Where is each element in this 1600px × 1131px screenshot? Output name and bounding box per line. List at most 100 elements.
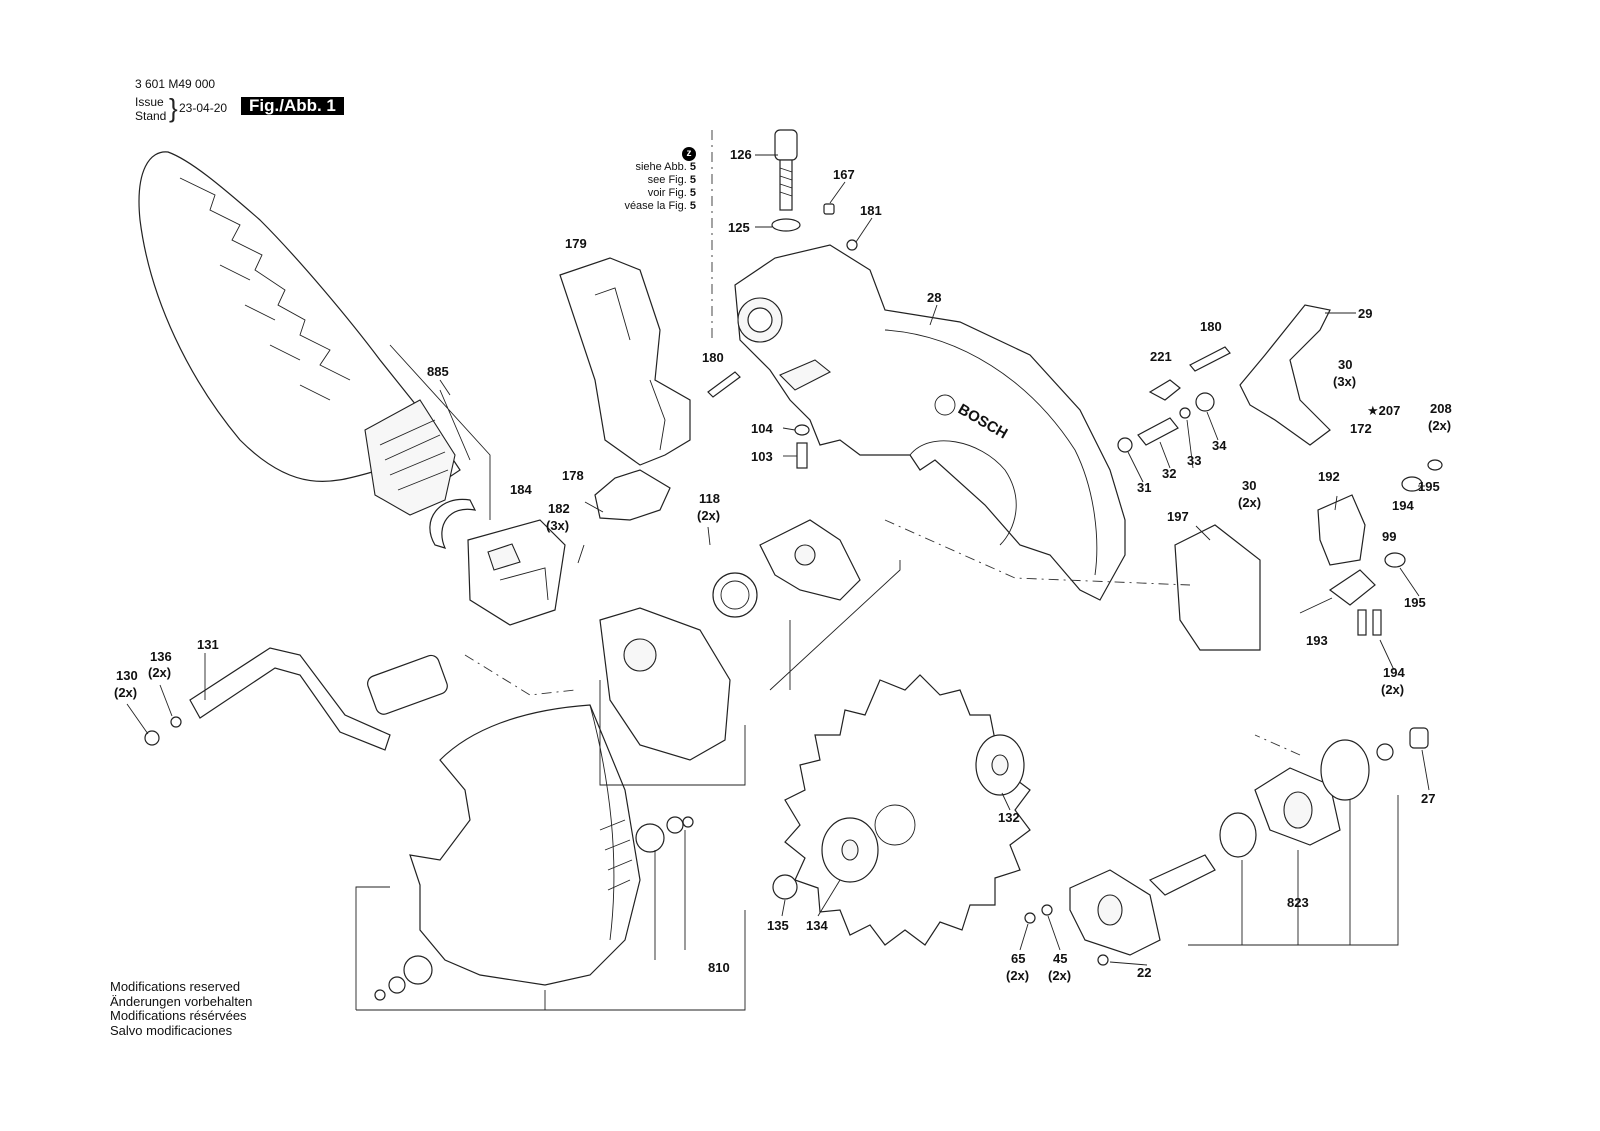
callout-30-qty: (3x) <box>1333 374 1356 389</box>
bolt-194b-part <box>1372 609 1382 636</box>
callout-208: 208 <box>1430 401 1452 416</box>
screw-180b-part <box>1189 346 1231 372</box>
nut-167-part <box>823 203 835 215</box>
adapter-part <box>467 519 566 626</box>
callout-29: 29 <box>1358 306 1372 321</box>
modifications-notice: Modifications reserved Änderungen vorbeh… <box>110 979 252 1038</box>
clamp-ring-part <box>429 498 477 549</box>
bearing-b-part <box>403 955 433 985</box>
callout-194: 194 <box>1392 498 1414 513</box>
callout-33: 33 <box>1187 453 1201 468</box>
callout-99: 99 <box>1382 529 1396 544</box>
latch-221-part <box>1148 379 1181 401</box>
bushing-104-part <box>794 424 810 436</box>
main-housing-part: BOSCH <box>734 244 1126 601</box>
inner-guard-part <box>599 607 731 761</box>
callout-136-qty: (2x) <box>148 665 171 680</box>
callout-172: 172 <box>1350 421 1372 436</box>
dust-bag-part <box>138 151 461 516</box>
bolt-194-part <box>1357 609 1367 636</box>
lever-131-part <box>189 647 391 751</box>
callout-195: 195 <box>1418 479 1440 494</box>
spring-31-part <box>1117 437 1133 453</box>
callout-104: 104 <box>751 421 773 436</box>
callout-184: 184 <box>510 482 532 497</box>
bracket-192-part <box>1317 494 1366 566</box>
callout-131: 131 <box>197 637 219 652</box>
spring-coil-part <box>712 572 758 618</box>
callout-194: 194 <box>1383 665 1405 680</box>
callout-179: 179 <box>565 236 587 251</box>
callout-65: 65 <box>1011 951 1025 966</box>
note-line: siehe Abb. 5 <box>635 161 696 173</box>
callout-118-qty: (2x) <box>697 508 720 523</box>
group-bracket-823 <box>1188 795 1399 946</box>
callout-103: 103 <box>751 449 773 464</box>
cap-195b-part <box>1384 552 1406 568</box>
callout-45-qty: (2x) <box>1048 968 1071 983</box>
washer-2-part <box>682 816 694 828</box>
callout-34: 34 <box>1212 438 1227 453</box>
washer-c-part <box>374 989 386 1001</box>
knob-126-part <box>771 129 801 232</box>
cap-195-part <box>1401 476 1423 492</box>
callout-167: 167 <box>833 167 855 182</box>
callout-182: 182 <box>548 501 570 516</box>
callout-28: 28 <box>927 290 941 305</box>
group-bracket-plate <box>599 560 901 786</box>
callout-885: 885 <box>427 364 449 379</box>
bushing-34-part <box>1195 392 1215 412</box>
bushing-27-part <box>1409 727 1429 749</box>
part-number: 3 601 M49 000 <box>135 77 216 91</box>
callout-181: 181 <box>860 203 882 218</box>
lower-guard-part <box>409 704 641 986</box>
callout-823: 823 <box>1287 895 1309 910</box>
callout-221: 221 <box>1150 349 1172 364</box>
screw-180-part <box>707 371 741 398</box>
washer-136-part <box>170 716 182 728</box>
callout-192: 192 <box>1318 469 1340 484</box>
screw-22-part <box>1097 954 1109 966</box>
cross-reference-note: z siehe Abb. 5 see Fig. 5 voir Fig. 5 vé… <box>606 147 696 213</box>
notice-line: Modifications reserved <box>110 979 241 994</box>
callout-65-qty: (2x) <box>1006 968 1029 983</box>
callout-45: 45 <box>1053 951 1067 966</box>
callout-194-qty: (2x) <box>1381 682 1404 697</box>
notice-line: Modifications résérvées <box>110 1008 247 1023</box>
issue-date: 23-04-20 <box>179 101 228 115</box>
group-bracket-885 <box>389 344 491 520</box>
ring-33-part <box>1179 407 1191 419</box>
notice-line: Salvo modificaciones <box>110 1022 233 1038</box>
callout-130-qty: (2x) <box>114 685 137 700</box>
bearing-part <box>635 823 665 853</box>
figure-label: Fig./Abb. 1 <box>241 97 344 115</box>
callout-126: 126 <box>730 147 752 162</box>
callout-193: 193 <box>1306 633 1328 648</box>
callout-197: 197 <box>1167 509 1189 524</box>
callout-118: 118 <box>699 491 720 506</box>
note-line: voir Fig. 5 <box>647 187 696 199</box>
screw-65-part <box>1024 912 1036 924</box>
callout-22: 22 <box>1137 965 1151 980</box>
callout-178: 178 <box>562 468 584 483</box>
z-badge-icon: z <box>682 147 696 161</box>
callout-125: 125 <box>728 220 750 235</box>
callout-31: 31 <box>1137 480 1151 495</box>
callout-135: 135 <box>767 918 789 933</box>
issue-label: Issue Stand <box>135 95 167 123</box>
bracket-193-part <box>1328 569 1376 606</box>
callout-182-qty: (3x) <box>546 518 569 533</box>
callout-810: 810 <box>708 960 730 975</box>
bearing-823-part <box>1219 812 1257 858</box>
callout-207: ★207 <box>1367 403 1400 418</box>
group-bracket-810 <box>355 830 746 1011</box>
brace-glyph: } <box>169 93 178 123</box>
bolt-135-part <box>772 874 798 900</box>
screw-130-part <box>144 730 160 746</box>
washer-b-part <box>388 976 406 994</box>
cover-197-part <box>1174 524 1261 651</box>
assembly-line <box>464 654 576 696</box>
note-line: see Fig. 5 <box>647 174 696 186</box>
callout-136: 136 <box>150 649 172 664</box>
